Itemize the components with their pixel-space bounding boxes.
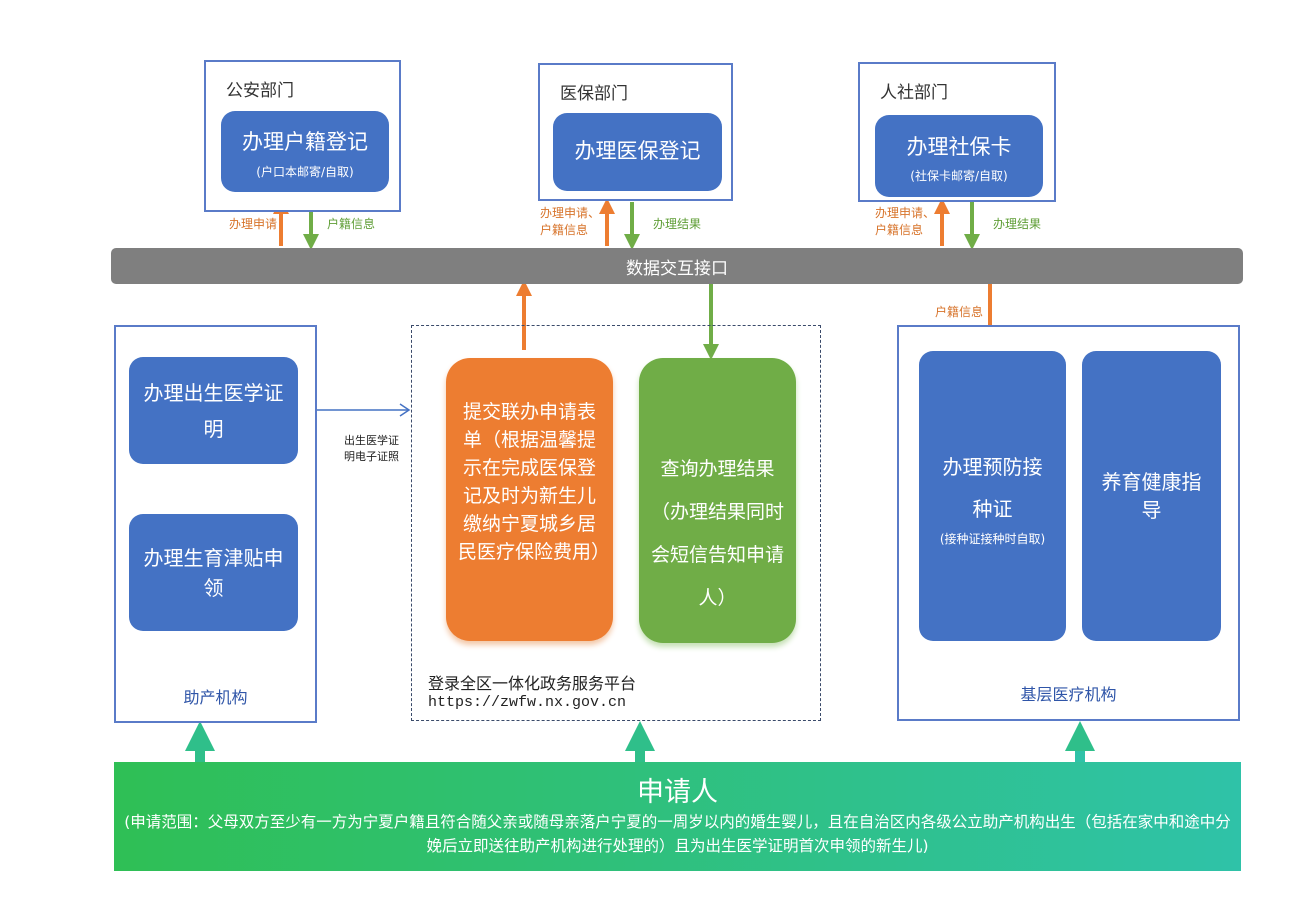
- platform-name: 登录全区一体化政务服务平台: [428, 674, 637, 693]
- primary-clinic: 办理预防接种证 (接种证接种时自取) 养育健康指导 基层医疗机构: [897, 325, 1240, 721]
- social-security-department-title: 人社部门: [880, 83, 948, 103]
- data-interface-label: 数据交互接口: [626, 258, 728, 279]
- birth-certificate-box: 办理出生医学证明: [129, 357, 298, 464]
- medical-insurance-department-title: 医保部门: [560, 84, 628, 104]
- label-clinic-arrow: 户籍信息: [935, 305, 984, 319]
- parenting-guidance-box: 养育健康指导: [1082, 351, 1221, 641]
- data-interface-bar: 数据交互接口: [111, 248, 1243, 284]
- query-result-box[interactable]: 查询办理结果（办理结果同时会短信告知申请人）: [639, 358, 796, 643]
- household-registration-title: 办理户籍登记: [242, 130, 368, 155]
- applicant-scope: (申请范围：父母双方至少有一方为宁夏户籍且符合随父亲或随母亲落户宁夏的一周岁以内…: [124, 813, 1231, 855]
- vaccination-certificate-note: (接种证接种时自取): [939, 531, 1046, 546]
- applicant-bar: 申请人 (申请范围：父母双方至少有一方为宁夏户籍且符合随父亲或随母亲落户宁夏的一…: [114, 762, 1241, 871]
- vaccination-certificate-title: 办理预防接种证: [942, 454, 1043, 521]
- platform-url[interactable]: https://zwfw.nx.gov.cn: [428, 694, 627, 711]
- label-social-up: 办理申请、户籍信息: [875, 206, 936, 237]
- medical-insurance-department: 医保部门 办理医保登记: [538, 63, 733, 201]
- label-police-up: 办理申请: [229, 217, 278, 231]
- social-security-card-title: 办理社保卡: [906, 134, 1012, 159]
- submit-application-box[interactable]: 提交联办申请表单（根据温馨提示在完成医保登记及时为新生儿缴纳宁夏城乡居民医疗保险…: [446, 358, 613, 641]
- label-police-down: 户籍信息: [327, 217, 376, 231]
- label-medical-up: 办理申请、户籍信息: [540, 206, 601, 237]
- maternity-allowance-box: 办理生育津贴申领: [129, 514, 298, 631]
- maternity-hospital: 办理出生医学证明 办理生育津贴申领 助产机构: [114, 325, 317, 723]
- government-platform: 提交联办申请表单（根据温馨提示在完成医保登记及时为新生儿缴纳宁夏城乡居民医疗保险…: [411, 325, 821, 721]
- police-department: 公安部门 办理户籍登记 (户口本邮寄/自取): [204, 60, 401, 212]
- submit-application-text: 提交联办申请表单（根据温馨提示在完成医保登记及时为新生儿缴纳宁夏城乡居民医疗保险…: [458, 401, 611, 563]
- label-medical-down: 办理结果: [653, 217, 702, 231]
- maternity-allowance-title: 办理生育津贴申领: [143, 545, 284, 600]
- hospital-label: 助产机构: [183, 688, 248, 707]
- police-department-title: 公安部门: [226, 81, 294, 101]
- vaccination-certificate-box: 办理预防接种证 (接种证接种时自取): [919, 351, 1066, 641]
- social-security-department: 人社部门 办理社保卡 (社保卡邮寄/自取): [858, 62, 1056, 202]
- household-registration-note: (户口本邮寄/自取): [256, 164, 354, 179]
- birth-certificate-title: 办理出生医学证明: [143, 380, 284, 441]
- parenting-guidance-title: 养育健康指导: [1101, 470, 1202, 522]
- label-social-down: 办理结果: [993, 217, 1042, 231]
- medical-insurance-title: 办理医保登记: [574, 139, 701, 164]
- query-result-text: 查询办理结果（办理结果同时会短信告知申请人）: [650, 458, 784, 609]
- label-certificate: 出生医学证明电子证照: [344, 434, 399, 463]
- social-security-card-box: 办理社保卡 (社保卡邮寄/自取): [875, 115, 1043, 197]
- applicant-title: 申请人: [637, 777, 718, 808]
- medical-insurance-box: 办理医保登记: [553, 113, 722, 191]
- social-security-card-note: (社保卡邮寄/自取): [910, 169, 1008, 184]
- clinic-label: 基层医疗机构: [1020, 685, 1117, 704]
- arrow-certificate-head: [399, 403, 411, 417]
- household-registration-box: 办理户籍登记 (户口本邮寄/自取): [221, 111, 389, 192]
